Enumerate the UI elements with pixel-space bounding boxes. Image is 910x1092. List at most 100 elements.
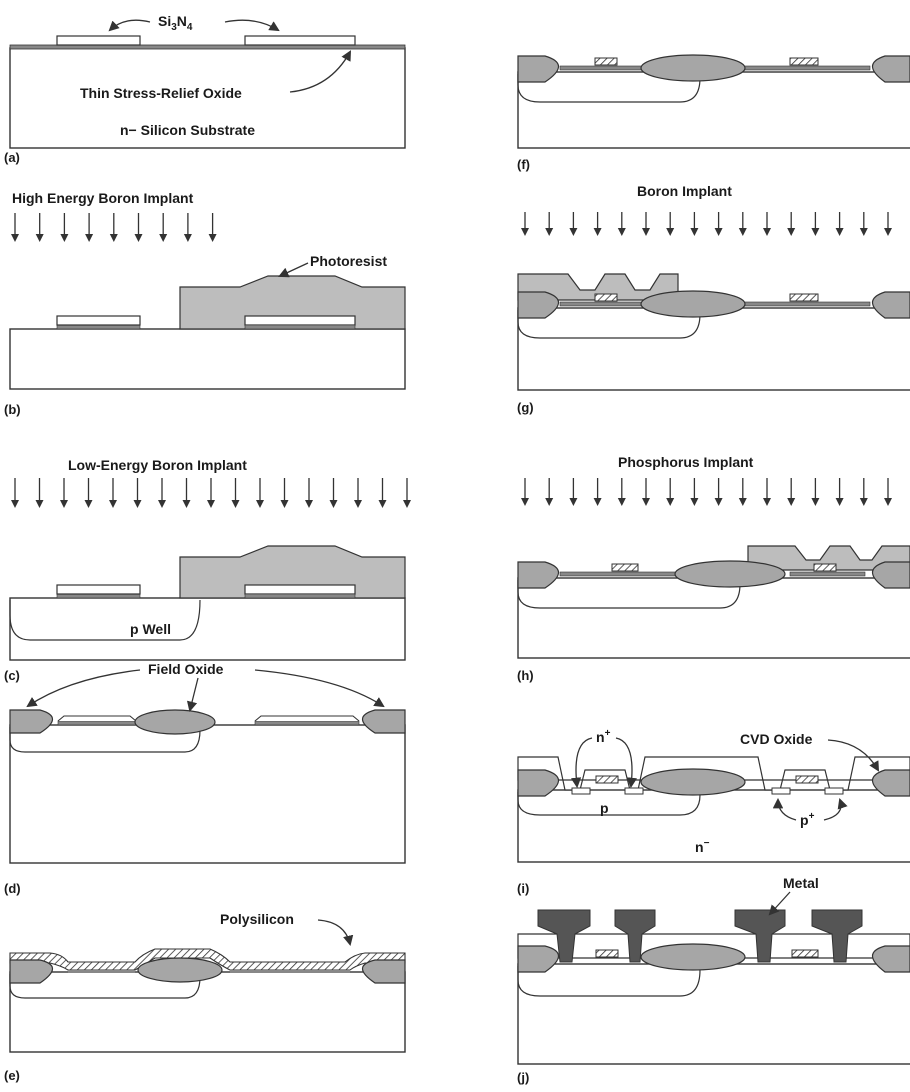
panel-c: Low-Energy Boron Implant p Well (c)	[4, 457, 411, 683]
arrow-down-icon	[280, 478, 289, 508]
panel-letter: (a)	[4, 150, 20, 165]
arrow-down-icon	[593, 478, 602, 506]
arrow-down-icon	[714, 478, 723, 506]
substrate	[517, 307, 910, 391]
gate-oxide	[739, 301, 871, 307]
arrow-down-icon	[545, 212, 554, 236]
panel-letter: (b)	[4, 402, 21, 417]
substrate	[9, 971, 406, 1053]
arrow-down-icon	[835, 478, 844, 506]
arrow-down-icon	[884, 478, 892, 506]
pointer-arrow-icon	[768, 891, 791, 916]
poly-gate	[795, 775, 819, 784]
arrow-down-icon	[811, 478, 820, 506]
curved-arrow-icon	[254, 669, 385, 708]
substrate	[517, 789, 910, 863]
substrate	[9, 328, 406, 390]
nitride	[56, 584, 141, 595]
panel-letter: (c)	[4, 668, 20, 683]
arrow-down-icon	[133, 478, 142, 508]
arrow-down-icon	[208, 213, 217, 242]
substrate	[517, 577, 910, 659]
implant-arrows	[521, 478, 892, 506]
arrow-down-icon	[60, 478, 68, 508]
p-well	[9, 974, 201, 999]
field-oxide	[361, 709, 406, 734]
metal-contact	[734, 909, 786, 963]
si3n4-label: Si3N4	[158, 13, 193, 33]
panel-letter: (d)	[4, 881, 21, 896]
arrow-down-icon	[859, 478, 868, 506]
panel-letter: (h)	[517, 668, 534, 683]
substrate	[9, 47, 406, 149]
curved-arrow-icon	[289, 50, 352, 93]
p-plus-region	[824, 787, 844, 795]
arrow-down-icon	[35, 213, 44, 242]
implant-arrows	[11, 478, 411, 508]
arrow-down-icon	[159, 213, 168, 242]
arrow-down-icon	[182, 478, 191, 508]
implant-label: Phosphorus Implant	[618, 454, 754, 470]
panel-letter: (j)	[517, 1070, 529, 1085]
curved-arrow-icon	[823, 798, 848, 821]
pointer-arrow-icon	[186, 677, 199, 713]
field-oxide	[674, 560, 786, 588]
panel-i: n+ CVD Oxide p p+ n− (i)	[517, 728, 910, 896]
arrow-down-icon	[666, 478, 675, 506]
field-oxide	[361, 959, 406, 984]
oxide	[56, 324, 141, 330]
arrow-down-icon	[545, 478, 554, 506]
n-plus-region	[571, 787, 591, 795]
polysilicon-label: Polysilicon	[220, 911, 294, 927]
curved-arrow-icon	[570, 737, 593, 789]
panel-e: Polysilicon (e)	[4, 911, 406, 1083]
arrow-down-icon	[763, 212, 771, 236]
poly-gate	[789, 57, 819, 66]
arrow-down-icon	[642, 212, 650, 236]
arrow-down-icon	[378, 478, 387, 508]
panel-letter: (e)	[4, 1068, 20, 1083]
gate-oxide	[68, 970, 135, 973]
arrow-down-icon	[787, 212, 796, 236]
arrow-down-icon	[569, 212, 578, 236]
nitride	[244, 315, 356, 326]
poly-gate	[595, 775, 619, 784]
p-well	[517, 580, 741, 609]
arrow-down-icon	[109, 478, 117, 508]
arrow-down-icon	[354, 478, 362, 508]
arrow-down-icon	[305, 478, 313, 508]
field-oxide	[134, 709, 216, 735]
poly-gate	[594, 57, 618, 66]
field-oxide	[871, 291, 910, 319]
arrow-down-icon	[35, 478, 44, 508]
arrow-down-icon	[690, 478, 699, 506]
panel-g: Boron Implant (g)	[517, 183, 910, 415]
p-well	[9, 727, 201, 753]
p-plus-label: p+	[800, 811, 815, 828]
arrow-down-icon	[738, 212, 747, 236]
field-oxide	[9, 709, 54, 734]
arrow-down-icon	[738, 478, 747, 506]
metal-label: Metal	[783, 875, 819, 891]
gate-oxide	[254, 720, 360, 726]
gate-oxide	[559, 571, 681, 577]
implant-label: High Energy Boron Implant	[12, 190, 194, 206]
panel-j: Metal (j)	[517, 875, 910, 1085]
field-oxide	[871, 55, 910, 83]
metal-contact	[537, 909, 591, 963]
nitride-left	[57, 715, 137, 722]
arrow-down-icon	[231, 478, 240, 508]
arrow-down-icon	[521, 212, 529, 236]
field-oxide	[137, 957, 223, 983]
panel-letter: (f)	[517, 157, 530, 172]
p-well	[9, 599, 201, 641]
pointer-arrow-icon	[278, 262, 309, 278]
field-oxide	[9, 959, 54, 984]
nitride-right	[244, 35, 356, 46]
field-oxide	[640, 54, 746, 82]
substrate	[517, 71, 910, 149]
field-oxide	[640, 768, 746, 796]
stress-relief-oxide	[9, 44, 406, 50]
field-oxide	[517, 945, 560, 973]
